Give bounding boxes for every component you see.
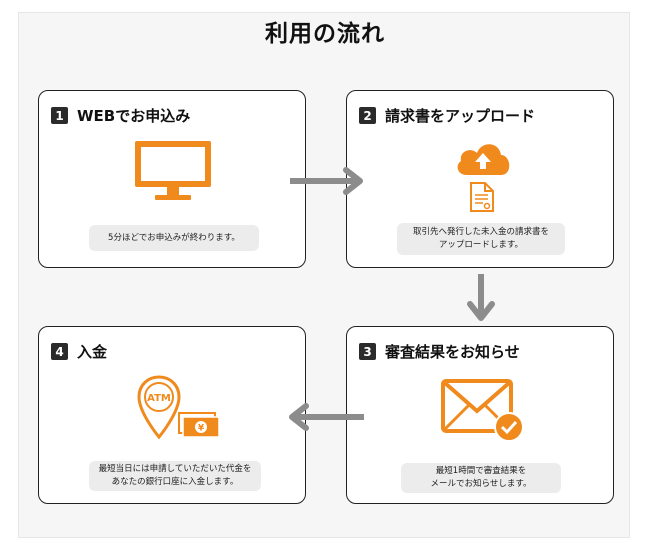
step-card-2: 2 請求書をアップロード 取引先へ発行した未入金の請求書を アップロードします。	[346, 90, 614, 268]
document-icon	[469, 181, 495, 217]
atm-label: ATM	[147, 393, 171, 404]
step-title: 請求書をアップロード	[385, 107, 536, 125]
step-number-badge: 4	[51, 343, 68, 360]
step-header: 4 入金	[51, 341, 107, 362]
step-description: 5分ほどでお申込みが終わります。	[89, 225, 259, 251]
description-line: 最短1時間で審査結果を	[435, 466, 527, 476]
step-number-badge: 1	[51, 107, 68, 124]
step-header: 1 WEBでお申込み	[51, 105, 190, 126]
step-header: 2 請求書をアップロード	[359, 105, 535, 126]
step-description: 最短1時間で審査結果を メールでお知らせします。	[401, 463, 561, 493]
step-card-4: 4 入金 ATM ¥ 最短当日には申請していただいた代金を あなたの銀行口座に入…	[38, 326, 306, 504]
page-title: 利用の流れ	[265, 21, 385, 47]
monitor-icon	[133, 139, 213, 209]
step-title: 入金	[77, 343, 108, 361]
atm-money-icon: ATM ¥	[135, 373, 225, 447]
description-line: メールでお知らせします。	[430, 479, 532, 489]
step-card-3: 3 審査結果をお知らせ 最短1時間で審査結果を メールでお知らせします。	[346, 326, 614, 504]
step-description: 最短当日には申請していただいた代金を あなたの銀行口座に入金します。	[89, 461, 261, 491]
step-number-badge: 2	[359, 107, 376, 124]
step-title: WEBでお申込み	[77, 107, 191, 125]
description-line: アップロードします。	[438, 240, 524, 250]
description-line: 最短当日には申請していただいた代金を	[98, 464, 252, 474]
step-title: 審査結果をお知らせ	[385, 343, 520, 361]
step-card-1: 1 WEBでお申込み 5分ほどでお申込みが終わります。	[38, 90, 306, 268]
step-description: 取引先へ発行した未入金の請求書を アップロードします。	[397, 223, 565, 255]
step-header: 3 審査結果をお知らせ	[359, 341, 520, 362]
description-line: 5分ほどでお申込みが終わります。	[108, 232, 240, 243]
description-line: 取引先へ発行した未入金の請求書を	[412, 227, 549, 237]
description-line: あなたの銀行口座に入金します。	[111, 477, 239, 487]
yen-label: ¥	[198, 424, 205, 434]
arrow-right-icon	[288, 166, 366, 200]
cloud-upload-icon	[453, 137, 513, 181]
arrow-down-icon	[466, 272, 496, 328]
mail-check-icon	[439, 377, 529, 447]
step-number-badge: 3	[359, 343, 376, 360]
arrow-left-icon	[286, 402, 366, 436]
